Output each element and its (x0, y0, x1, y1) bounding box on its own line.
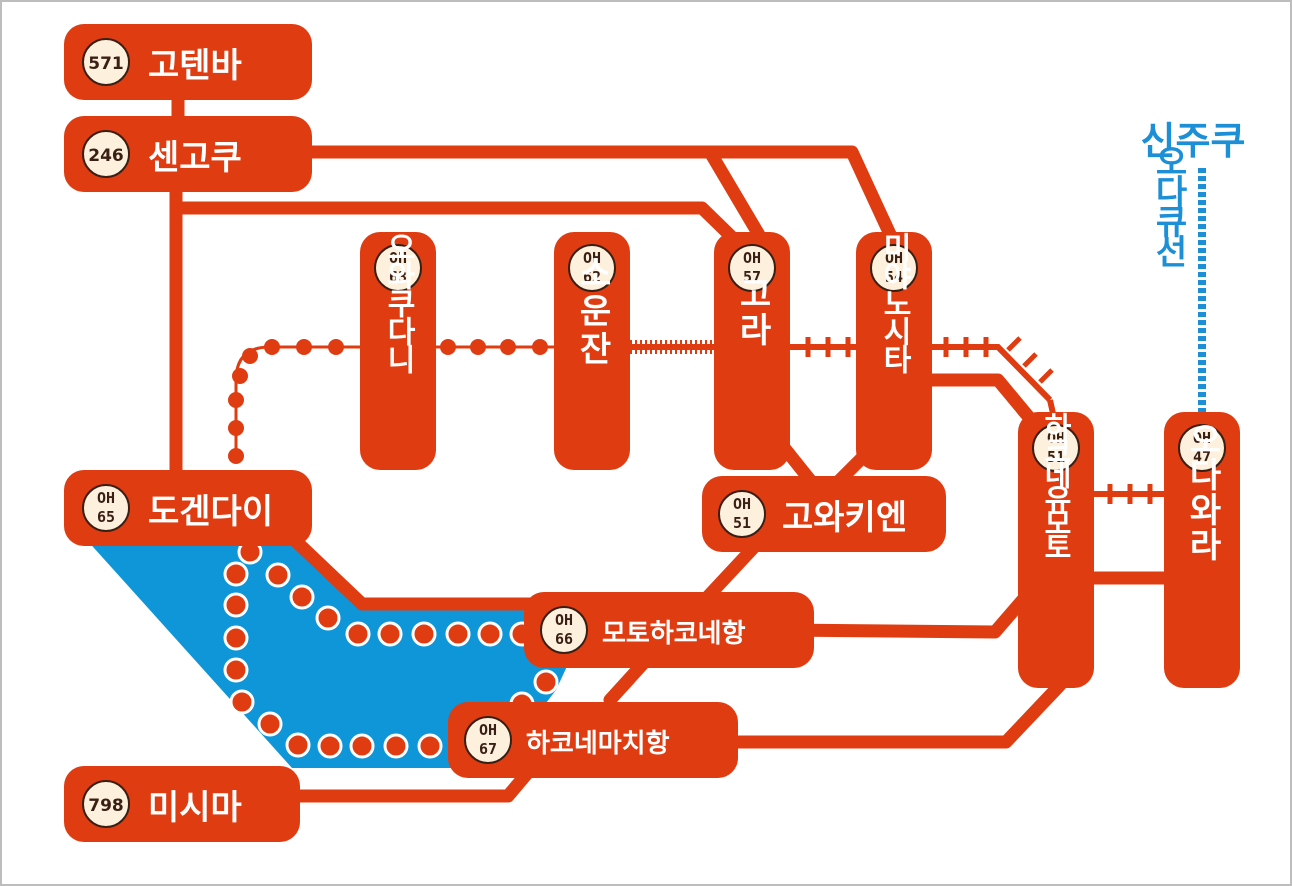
station-togendai[interactable]: OH 65 도겐다이 (64, 470, 312, 546)
station-number-badge (870, 244, 918, 292)
station-number: 571 (88, 54, 124, 74)
route-sengoku-gora-lower (171, 201, 747, 252)
station-number-badge (568, 244, 616, 292)
station-code-line: OH (389, 249, 407, 267)
station-odawara[interactable]: OH 47 오다와라 (1164, 412, 1240, 688)
station-number: 246 (88, 146, 124, 166)
station-name: 오와쿠다니 (381, 232, 416, 374)
station-hakonemachi[interactable]: OH 67 하코네마치항 (448, 702, 738, 778)
station-number-badge (374, 244, 422, 292)
station-code-line: OH (733, 495, 751, 513)
station-code-line: OH (1047, 429, 1065, 447)
station-number: 798 (88, 796, 124, 816)
station-code-number: 51 (1047, 448, 1065, 466)
route-mishima-hakonemachi (283, 763, 537, 803)
route-sengoku-miyanoshita (283, 145, 902, 252)
station-code-number: 63 (389, 268, 407, 286)
station-number-badge (1178, 424, 1226, 472)
station-sengoku[interactable]: 246 센고쿠 (64, 116, 312, 192)
station-code-line: OH (1193, 429, 1211, 447)
station-code-line: OH (743, 249, 761, 267)
station-code-line: OH (555, 611, 573, 629)
station-name: 센고쿠 (148, 138, 242, 178)
station-mishima[interactable]: 798 미시마 (64, 766, 300, 842)
station-name: 미시마 (148, 788, 242, 828)
station-name: 고텐바 (148, 46, 242, 86)
station-number-badge (464, 716, 512, 764)
station-number-badge (82, 130, 130, 178)
station-number-badge (82, 38, 130, 86)
station-code-number: 47 (1193, 448, 1211, 466)
route-togendai-motohakone (275, 521, 567, 611)
station-code-line: OH (583, 249, 601, 267)
station-code-number: 67 (479, 740, 497, 758)
station-hakone-yumoto[interactable]: OH 51 하코네유모토 (1018, 412, 1094, 688)
station-code-number: 66 (555, 630, 573, 648)
station-gotemba[interactable]: 571 고텐바 (64, 24, 312, 100)
station-number-badge (728, 244, 776, 292)
odakyu-line-label: 오다큐선 (1148, 144, 1188, 267)
station-code-line: OH (97, 489, 115, 507)
station-number-badge (82, 484, 130, 532)
station-motohakone[interactable]: OH 66 모토하코네항 (524, 592, 814, 668)
station-gora[interactable]: OH 57 고라 (714, 232, 790, 470)
station-number-badge (1032, 424, 1080, 472)
station-name: 고와키엔 (782, 498, 907, 538)
station-code-line: OH (479, 721, 497, 739)
station-name: 고라 (732, 276, 772, 348)
station-number-badge (540, 606, 588, 654)
route-hakonemachi-yumoto (723, 678, 1067, 749)
station-name: 오다와라 (1182, 422, 1222, 562)
station-code-number: 65 (97, 508, 115, 526)
station-code-number: 51 (733, 514, 751, 532)
station-name: 하코네마치항 (526, 729, 670, 759)
station-code-number: 54 (885, 268, 903, 286)
station-number-badge (82, 780, 130, 828)
station-code-line: OH (885, 249, 903, 267)
station-name: 하코네유모토 (1039, 412, 1073, 558)
station-miyanoshita[interactable]: OH 54 미야노시타 (856, 232, 932, 470)
station-kowakien[interactable]: OH 51 고와키엔 (702, 476, 946, 552)
station-name: 도겐다이 (148, 492, 273, 532)
station-sounzan[interactable]: OH 62 소운잔 (554, 232, 630, 470)
station-number-badge (718, 490, 766, 538)
shinjuku-label: 신주쿠 (1141, 119, 1246, 163)
station-code-number: 57 (743, 268, 761, 286)
railway-ladders (790, 336, 1165, 504)
station-name: 미야노시타 (877, 232, 912, 374)
station-owakudani[interactable]: OH 63 오와쿠다니 (360, 232, 436, 470)
cable-line (234, 345, 560, 460)
station-code-number: 62 (583, 268, 601, 286)
station-name: 소운잔 (572, 255, 612, 369)
station-name: 모토하코네항 (602, 619, 746, 649)
